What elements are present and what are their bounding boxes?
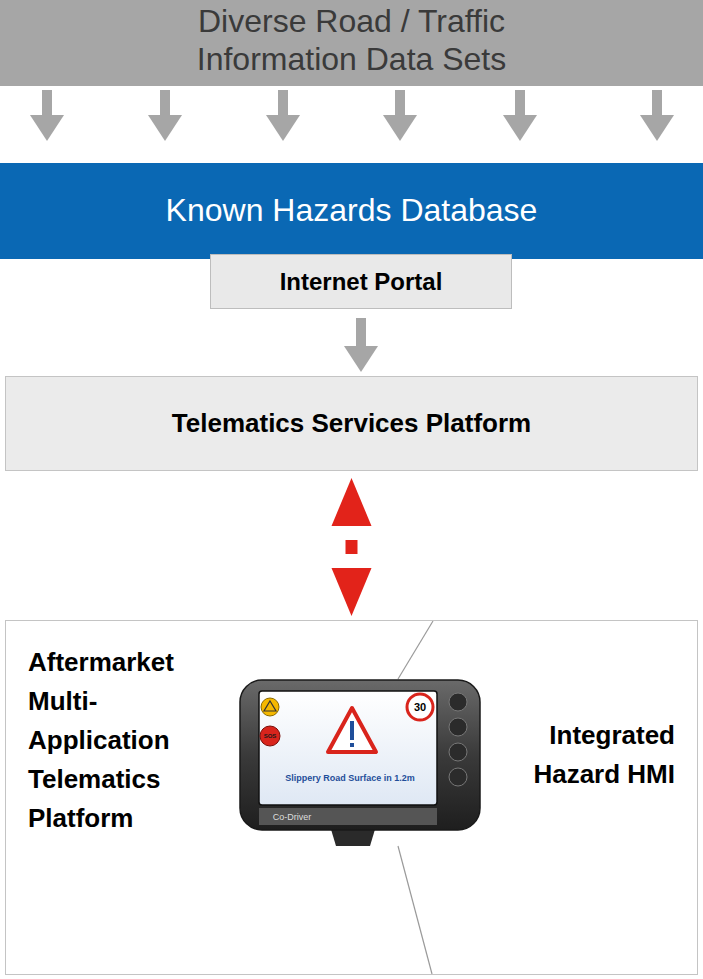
database-band: Known Hazards Database: [0, 163, 703, 259]
flow-arrow: [383, 90, 417, 141]
portal-box: Internet Portal: [210, 254, 512, 309]
device-strip: [259, 808, 437, 825]
hazard-icon-triangle: [264, 701, 276, 711]
device-screen: [259, 691, 437, 805]
node-text: Diverse Road / Traffic Information Data …: [122, 2, 582, 78]
dashed-double-arrow: [332, 478, 372, 616]
device-button: [449, 743, 467, 761]
warning-mark: [350, 743, 354, 747]
warning-mark: [350, 721, 354, 740]
device-box: Aftermarket Multi-Application Telematics…: [5, 620, 698, 975]
node-text: Internet Portal: [280, 268, 443, 296]
device-body: [240, 680, 480, 830]
flow-arrow: [30, 90, 64, 141]
hazard-icon: [261, 698, 279, 716]
screen-label: 30: [414, 702, 426, 713]
flow-arrow: [266, 90, 300, 141]
flow-arrow: [148, 90, 182, 141]
screen-label: Co-Driver: [273, 813, 312, 822]
node-text: Known Hazards Database: [166, 191, 538, 229]
sos-icon: [260, 726, 280, 746]
node-text-wrap: Integrated Hazard HMI: [525, 716, 675, 794]
node-text-wrap: Telematics Services Platform: [6, 408, 697, 439]
node-text: Aftermarket Multi-Application Telematics…: [28, 643, 228, 838]
node-text: Telematics Services Platform: [172, 408, 531, 439]
warning-triangle: [328, 708, 376, 752]
node-text-wrap: Diverse Road / Traffic Information Data …: [0, 2, 703, 78]
leader-line: [398, 621, 433, 679]
speed-sign: [407, 694, 433, 720]
flow-arrow: [344, 318, 378, 372]
source-band: Diverse Road / Traffic Information Data …: [0, 0, 703, 86]
node-text: Integrated Hazard HMI: [525, 716, 675, 794]
node-text-wrap: Aftermarket Multi-Application Telematics…: [28, 643, 228, 838]
screen-label: SOS: [264, 733, 277, 739]
leader-line: [398, 846, 432, 974]
node-text-wrap: Known Hazards Database: [0, 191, 703, 229]
device-button: [449, 693, 467, 711]
node-text-wrap: Internet Portal: [211, 268, 511, 296]
screen-label: Slippery Road Surface in 1.2m: [285, 774, 415, 783]
flow-arrow: [640, 90, 674, 141]
device-button: [449, 718, 467, 736]
platform-box: Telematics Services Platform: [5, 376, 698, 471]
flow-arrow: [503, 90, 537, 141]
device-button: [449, 768, 467, 786]
